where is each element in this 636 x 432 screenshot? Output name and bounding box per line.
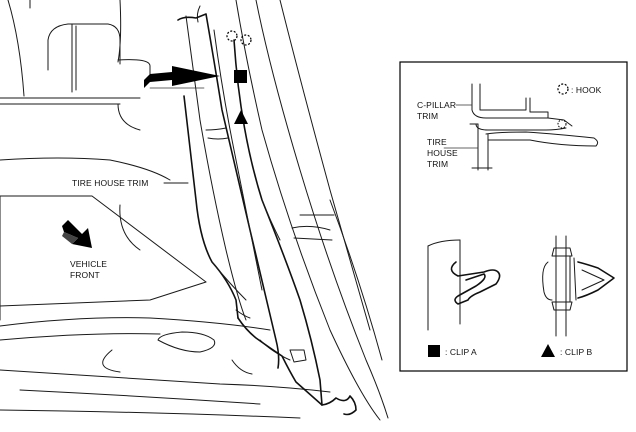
tire-house-trim <box>183 39 357 416</box>
main-illustration: TIRE HOUSE TRIM VEHICLE FRONT <box>0 0 389 421</box>
clip-b-legend-label: : CLIP B <box>560 347 593 357</box>
seat-headrest <box>0 23 151 131</box>
clip-a-illustration <box>427 239 501 331</box>
hook-marker-icon <box>240 34 252 46</box>
hook-marker-icon <box>226 30 238 42</box>
clip-a-legend-label: : CLIP A <box>445 347 477 357</box>
clip-b-illustration <box>542 235 615 337</box>
vehicle-front-arrow-icon <box>62 220 92 248</box>
c-pillar-trim-label-line2: TRIM <box>417 111 438 121</box>
clip-b-triangle-icon <box>234 110 248 124</box>
tire-house-trim-label: TIRE HOUSE TRIM <box>72 178 148 188</box>
tire-house-trim-detail-label-line1: TIRE <box>427 137 447 147</box>
clip-a-legend-icon <box>428 345 440 357</box>
vehicle-front-label-line2: FRONT <box>70 270 100 280</box>
hook-legend-label: : HOOK <box>571 85 602 95</box>
tire-house-trim-detail-label-line2: HOUSE <box>427 148 458 158</box>
clip-b-legend-icon <box>541 344 555 357</box>
detail-panel: : HOOK C-PILLAR TRIM TIRE HOUSE TRIM <box>399 61 628 372</box>
c-pillar-trim <box>177 13 280 369</box>
floor-area <box>0 317 331 419</box>
section-detail <box>443 83 599 171</box>
tire-house-trim-detail-label-line3: TRIM <box>427 159 448 169</box>
removal-direction-arrow-icon <box>144 66 220 89</box>
body-lines <box>0 0 389 421</box>
detail-panel-frame <box>399 61 628 372</box>
c-pillar-trim-label-line1: C-PILLAR <box>417 100 456 110</box>
vehicle-front-label-line1: VEHICLE <box>70 259 107 269</box>
hook-position-icon <box>557 119 567 129</box>
hook-legend-icon <box>557 83 569 95</box>
clip-a-square-icon <box>234 70 247 83</box>
